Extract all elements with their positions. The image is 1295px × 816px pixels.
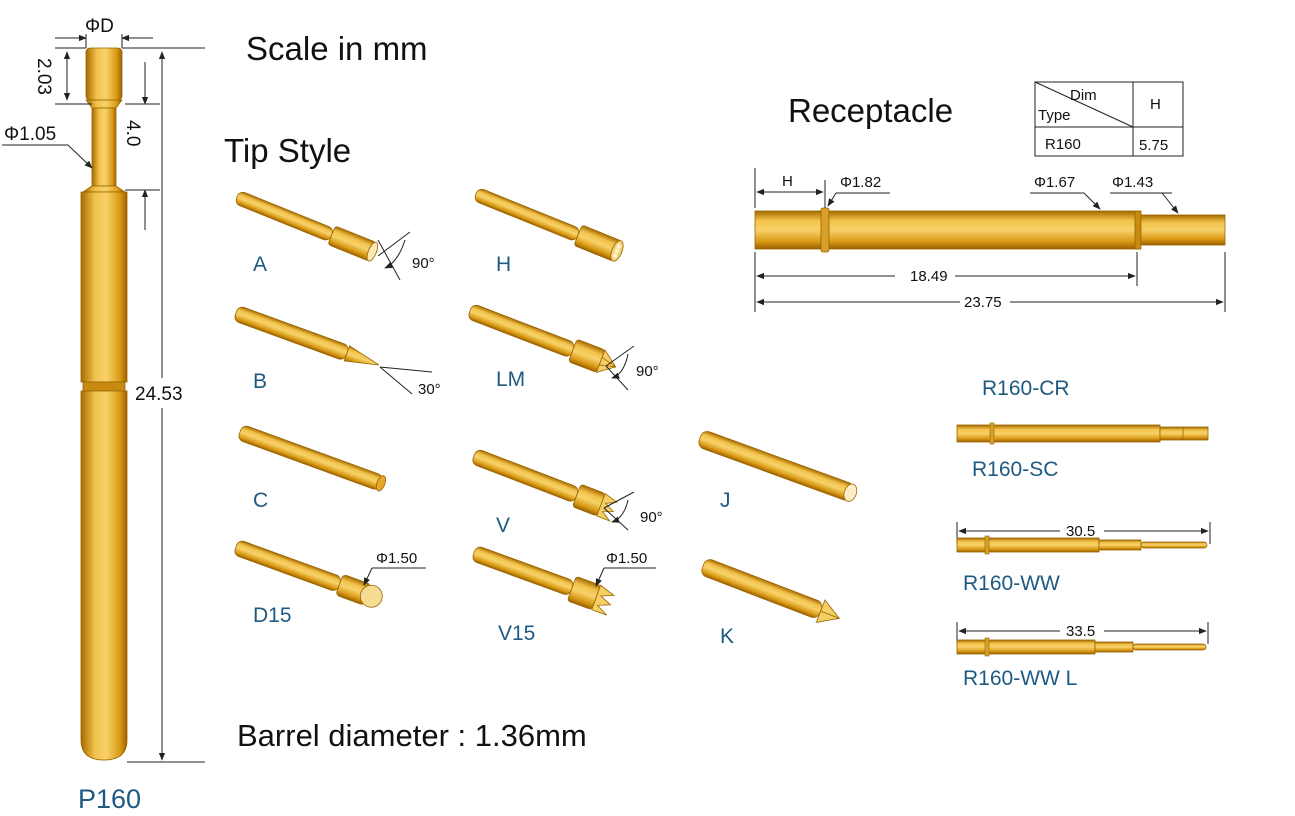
variant-r160-ww-l-drawing [956, 637, 1207, 657]
dim-phi-d: ΦD [85, 16, 114, 37]
variant-r160-ww-length: 30.5 [1066, 523, 1095, 540]
tip-h-label: H [496, 253, 511, 276]
probe-plunger [91, 107, 117, 187]
probe-collar [81, 185, 127, 193]
variants: R160-CR R160-SC 30.5 R160-WW 33.5 [956, 377, 1211, 690]
tip-j: J [698, 431, 858, 512]
probe-barrel-lower [80, 390, 128, 761]
receptacle: H Φ1.82 Φ1.67 Φ1.43 18.49 23.75 [754, 168, 1226, 312]
probe-p160: ΦD 2.03 4.0 Φ1.05 24.53 P160 [2, 16, 205, 814]
receptacle-dim-phi-1-67: Φ1.67 [1034, 174, 1075, 191]
variant-r160-ww-drawing [956, 535, 1208, 555]
variant-r160-cr-drawing [956, 422, 1209, 445]
receptacle-ring [820, 207, 830, 253]
tip-lm-label: LM [496, 368, 525, 391]
dim-phi-1-05: Φ1.05 [4, 124, 56, 145]
tip-j-label: J [720, 489, 731, 512]
tip-h: H [474, 188, 624, 276]
tip-v-label: V [496, 514, 510, 537]
receptacle-title: Receptacle [788, 92, 953, 129]
tip-d15-label: D15 [253, 604, 292, 627]
dim-table: Dim Type H R160 5.75 [1034, 81, 1184, 157]
tip-b-angle: 30° [418, 381, 441, 398]
receptacle-dim-phi-1-43: Φ1.43 [1112, 174, 1153, 191]
variant-r160-ww-l: R160-WW L [963, 667, 1077, 690]
scale-title: Scale in mm [246, 30, 428, 67]
variant-r160-cr: R160-CR [982, 377, 1070, 400]
variant-r160-ww-l-length: 33.5 [1066, 623, 1095, 640]
probe-barrel-upper [80, 191, 128, 383]
tip-d15-diameter: Φ1.50 [376, 550, 417, 567]
tip-v15-diameter: Φ1.50 [606, 550, 647, 567]
tip-a: 90° A [235, 191, 435, 281]
tip-v15: Φ1.50 V15 [472, 546, 656, 645]
tip-c: C [238, 425, 387, 512]
tip-lm-angle: 90° [636, 363, 659, 380]
dim-table-col-header: H [1150, 96, 1161, 113]
receptacle-tail [1140, 214, 1226, 246]
probe-head [85, 47, 123, 101]
receptacle-dim-18-49: 18.49 [910, 268, 948, 285]
dim-4-0: 4.0 [122, 120, 143, 146]
dim-table-row-value: 5.75 [1139, 137, 1168, 154]
dim-table-corner-bottom: Type [1038, 107, 1071, 124]
variant-r160-ww: R160-WW [963, 572, 1060, 595]
probe-name: P160 [78, 784, 141, 814]
receptacle-body [754, 210, 1139, 250]
dim-2-03: 2.03 [33, 58, 54, 95]
tip-b: 30° B [234, 306, 441, 398]
dim-table-corner-top: Dim [1070, 87, 1097, 104]
dim-24-53: 24.53 [135, 384, 183, 405]
tip-style-title: Tip Style [224, 132, 351, 169]
dim-table-row-type: R160 [1045, 136, 1081, 153]
tip-v-angle: 90° [640, 509, 663, 526]
tip-lm: 90° LM [468, 304, 659, 391]
tip-k-label: K [720, 625, 734, 648]
tip-b-label: B [253, 370, 267, 393]
receptacle-dim-23-75: 23.75 [964, 294, 1002, 311]
receptacle-dim-h: H [782, 173, 793, 190]
probe-crimp [82, 381, 126, 392]
tip-c-label: C [253, 489, 268, 512]
tip-v15-label: V15 [498, 622, 535, 645]
tip-v: 90° V [472, 449, 663, 537]
tip-k: K [701, 559, 841, 648]
tip-a-label: A [253, 253, 267, 276]
tip-a-angle: 90° [412, 255, 435, 272]
tip-d15: Φ1.50 D15 [234, 540, 426, 627]
barrel-diameter-text: Barrel diameter : 1.36mm [237, 718, 587, 753]
variant-r160-sc: R160-SC [972, 458, 1058, 481]
receptacle-dim-phi-1-82: Φ1.82 [840, 174, 881, 191]
